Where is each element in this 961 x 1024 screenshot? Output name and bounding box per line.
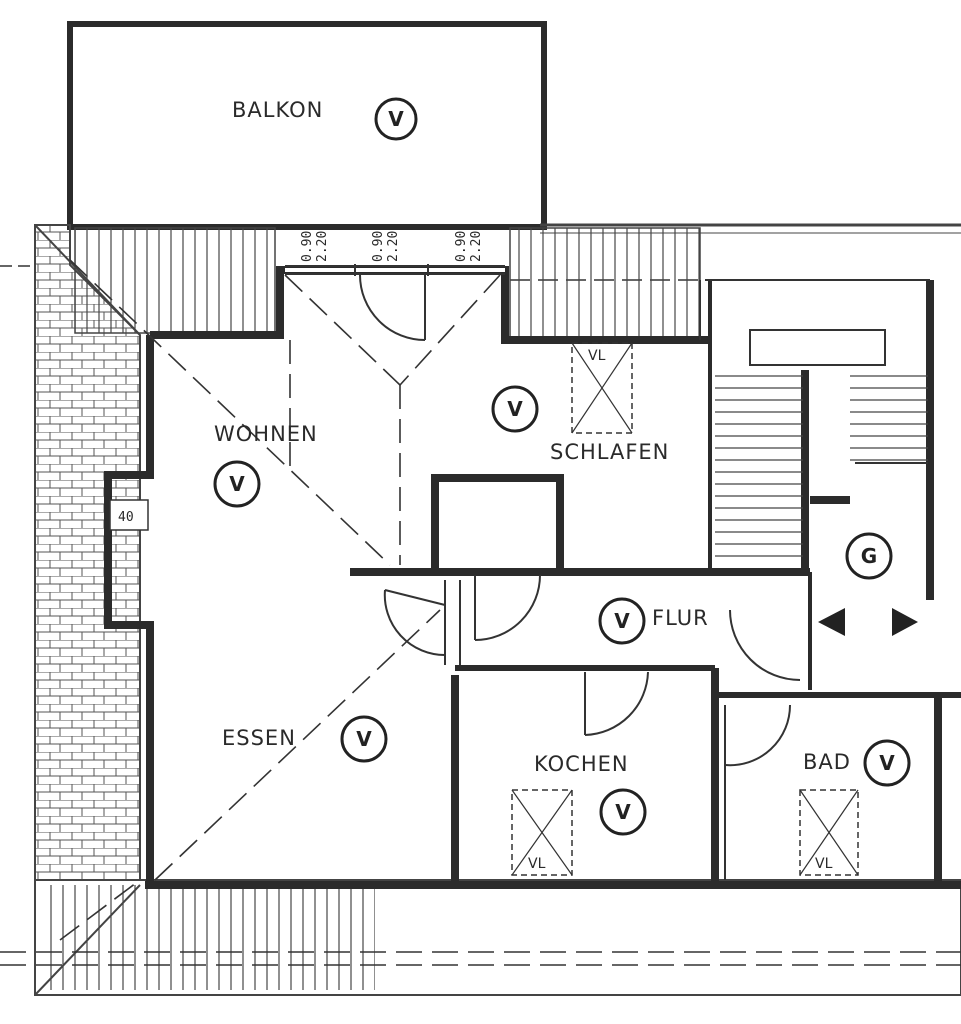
top-windows: [285, 264, 505, 276]
window-dimension-3: 0.90 2.20: [454, 231, 484, 262]
svg-text:V: V: [507, 397, 523, 421]
vent-schlafen: VL: [571, 342, 633, 434]
svg-text:40: 40: [118, 510, 134, 525]
svg-text:0.90: 0.90: [454, 231, 469, 262]
door-swings: [359, 274, 801, 767]
stairs: [715, 368, 928, 566]
svg-text:VL: VL: [588, 348, 606, 364]
svg-text:V: V: [879, 751, 895, 775]
room-label-bad: BAD: [803, 750, 851, 774]
arrow-right-icon: [892, 608, 918, 636]
svg-text:V: V: [388, 107, 404, 131]
vent-kochen: VL: [511, 789, 573, 876]
dashed-lines: [59, 259, 501, 941]
svg-text:0.90: 0.90: [371, 231, 386, 262]
v-marker-flur: V: [598, 597, 646, 645]
svg-text:V: V: [614, 609, 630, 633]
arrow-left-icon: [818, 608, 845, 636]
svg-text:0.90: 0.90: [300, 231, 315, 262]
svg-text:2.20: 2.20: [386, 231, 401, 262]
room-label-essen: ESSEN: [222, 726, 296, 750]
balcony-outline: [67, 21, 547, 230]
room-label-kochen: KOCHEN: [534, 752, 629, 776]
roof-edge: [0, 223, 961, 996]
walls: [104, 266, 961, 889]
v-marker-bad: V: [863, 739, 911, 787]
svg-text:VL: VL: [815, 856, 833, 872]
room-label-schlafen: SCHLAFEN: [550, 440, 669, 464]
svg-text:2.20: 2.20: [469, 231, 484, 262]
window-dimension-1: 0.90 2.20: [300, 231, 330, 262]
wall-thickness-dimension: 40: [109, 499, 149, 531]
v-marker-schlafen: V: [491, 385, 539, 433]
entry-arrows: [818, 608, 918, 636]
svg-text:V: V: [229, 472, 245, 496]
v-marker-wohnen: V: [213, 460, 261, 508]
window-dimension-2: 0.90 2.20: [371, 231, 401, 262]
v-marker-kochen: V: [599, 788, 647, 836]
room-label-balkon: BALKON: [232, 98, 323, 122]
svg-text:2.20: 2.20: [315, 231, 330, 262]
g-marker-stairwell: G: [845, 532, 893, 580]
v-marker-essen: V: [340, 715, 388, 763]
balcony: BALKON V: [67, 21, 547, 230]
svg-text:V: V: [356, 727, 372, 751]
svg-text:VL: VL: [528, 856, 546, 872]
room-label-wohnen: WOHNEN: [214, 422, 318, 446]
svg-text:V: V: [615, 800, 631, 824]
parapet-hatch: [74, 227, 701, 339]
svg-text:G: G: [861, 544, 877, 568]
vent-bad: VL: [799, 789, 859, 876]
room-label-flur: FLUR: [652, 606, 709, 630]
thin-walls: [444, 279, 930, 880]
v-marker-balkon: V: [374, 97, 418, 141]
